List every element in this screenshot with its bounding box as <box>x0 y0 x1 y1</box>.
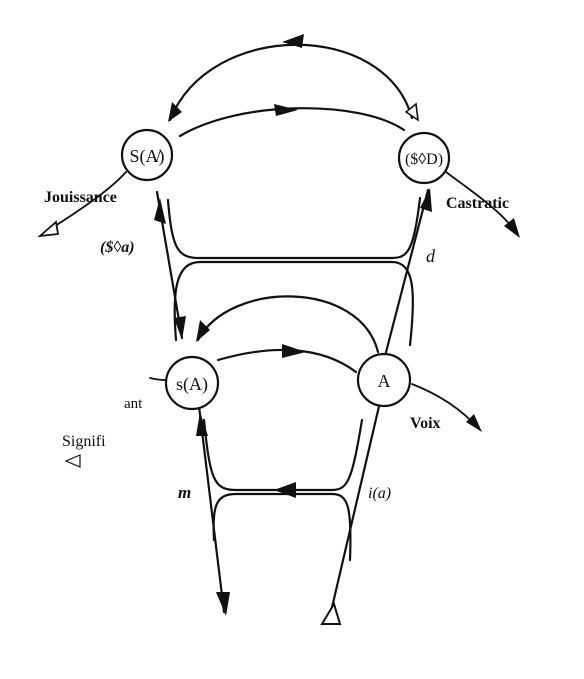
node-a: A <box>356 352 412 408</box>
castration-arrowhead <box>504 218 520 238</box>
left-vertical-up-arrowhead <box>154 198 166 224</box>
bottom-start-triangle <box>320 601 342 625</box>
left-vertical-down-arrowhead <box>174 316 186 340</box>
middle-horizontal-link <box>173 260 414 347</box>
label-ant: ant <box>124 396 143 412</box>
label-signifi: Signifi <box>62 433 106 450</box>
label-d: d <box>426 246 436 266</box>
node-a-label: A <box>378 371 391 391</box>
lower-bottom-link <box>212 492 352 562</box>
label-jouissance: Jouissance <box>44 189 117 206</box>
lower-return-arc <box>196 295 380 354</box>
label-drive: ($◊a) <box>100 239 135 256</box>
node-s-d-label: ($◊D) <box>405 151 443 168</box>
left-ascending-arrowhead <box>196 412 208 436</box>
signifi-triangle-icon <box>64 454 81 468</box>
label-i-a: i(a) <box>368 485 391 502</box>
upper-horizontal-link <box>166 196 422 260</box>
node-s-a-lower-label: s(A) <box>176 374 208 395</box>
upper-chain-arrowhead <box>274 104 298 116</box>
right-vertical-link <box>382 188 430 362</box>
upper-chain <box>178 107 406 138</box>
upper-arc-end-arrowhead <box>168 102 182 122</box>
imaginary-loop-arrowhead <box>274 482 296 498</box>
node-s-d: ($◊D) <box>397 131 451 185</box>
label-m: m <box>178 483 191 502</box>
voix-arrowhead <box>466 414 482 432</box>
jouissance-vector <box>51 171 127 229</box>
label-voix: Voix <box>410 415 441 432</box>
label-castration: Castratic <box>446 195 509 212</box>
upper-return-arrowhead <box>282 34 304 48</box>
upper-arc-start-tick <box>404 102 420 122</box>
right-vertical-arrowhead <box>420 188 432 212</box>
lower-imaginary-loop <box>202 418 364 492</box>
right-ascending-line <box>328 400 382 618</box>
lower-chain-arrowhead <box>282 344 306 358</box>
jouissance-open-arrowhead <box>37 220 60 238</box>
node-s-a-lower: s(A) <box>164 355 220 411</box>
node-s-barred-a-label: S(A̸) <box>130 146 165 167</box>
lower-return-arrowhead <box>196 320 210 342</box>
node-s-barred-a: S(A̸) <box>120 128 174 182</box>
left-descending-arrowhead <box>216 592 230 616</box>
